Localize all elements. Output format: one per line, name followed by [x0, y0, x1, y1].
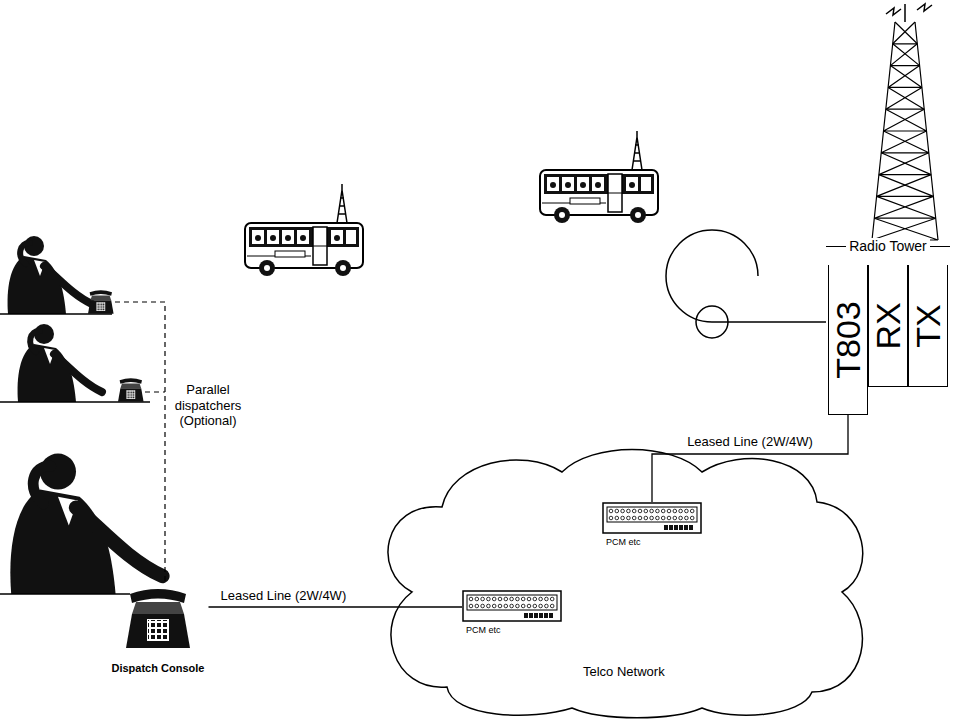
tower-brace	[886, 87, 924, 109]
tower-leg	[872, 22, 938, 240]
cloud-outline	[372, 442, 874, 723]
equipment-column: T803	[828, 265, 868, 415]
pcm-icon	[462, 590, 562, 622]
node-label: Radio Tower	[846, 238, 930, 255]
desk-line	[0, 314, 150, 594]
tower-brace	[877, 175, 934, 197]
parallel-line	[115, 302, 165, 584]
telco-cloud: PCM etcPCM etcTelco Network	[372, 442, 874, 723]
node-label: PCM etc	[466, 625, 501, 636]
tower-brace	[890, 44, 919, 66]
bus	[245, 131, 658, 276]
cloud-outline	[388, 450, 863, 718]
node-label: Telco Network	[583, 664, 665, 680]
line-label: Leased Line (2W/4W)	[219, 588, 349, 604]
tower-brace	[888, 66, 922, 88]
equipment-label: RX	[871, 302, 905, 349]
cable-coil	[666, 230, 826, 322]
pcm-unit: PCM etc	[602, 502, 702, 551]
pcm-unit: PCM etc	[462, 590, 562, 639]
equipment-label: TX	[911, 304, 945, 347]
desk-phone	[88, 290, 190, 648]
cable-coil	[696, 306, 728, 338]
equipment-column: TX	[908, 265, 948, 387]
leased-line	[209, 606, 463, 607]
pcm-icon	[602, 502, 702, 534]
tower-brace	[881, 131, 929, 153]
node-label: Dispatch Console	[112, 662, 205, 675]
radio-tower-box: T803RXTXRadio Tower	[826, 246, 950, 414]
node-label: PCM etc	[606, 537, 641, 548]
equipment-column: RX	[868, 265, 908, 387]
dispatch-console: Dispatch Console	[108, 584, 209, 680]
equipment-label: T803	[831, 301, 865, 379]
line-label: Leased Line (2W/4W)	[685, 434, 815, 450]
note-label: Parallel dispatchers (Optional)	[168, 382, 248, 429]
tower-brace	[884, 109, 927, 131]
tower-brace	[879, 153, 931, 175]
tower-brace	[874, 196, 935, 218]
radio-tower-mast	[872, 4, 938, 240]
tower-brace	[893, 22, 918, 44]
dispatcher-figure	[8, 236, 163, 594]
